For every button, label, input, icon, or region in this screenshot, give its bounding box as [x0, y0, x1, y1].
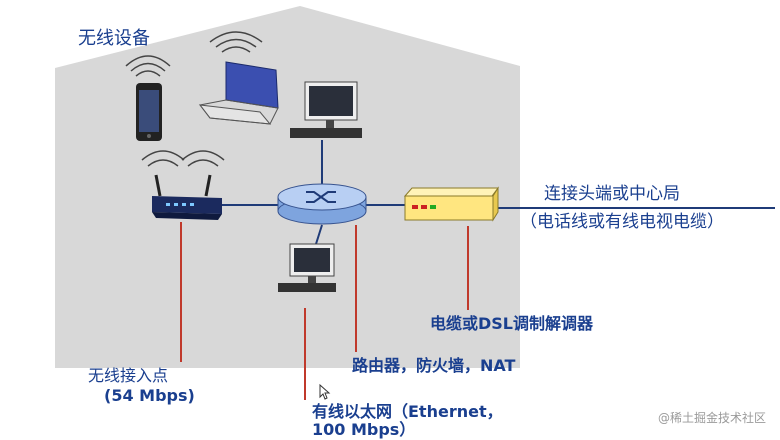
smartphone-icon — [125, 55, 171, 141]
desktop-icon-top — [290, 81, 362, 138]
router-label: 路由器，防火墙，NAT — [352, 356, 516, 375]
ethernet-speed-label: 100 Mbps） — [312, 420, 416, 439]
central-office-sublabel: （电话线或有线电视电缆） — [520, 212, 724, 232]
router-icon — [277, 183, 367, 225]
modem-icon — [403, 186, 499, 222]
house-title: 无线设备 — [78, 28, 150, 49]
desktop-icon-bottom — [278, 243, 336, 292]
laptop-icon — [198, 31, 279, 125]
link-router-desktop-bottom — [315, 224, 323, 245]
access-point-label: 无线接入点 — [88, 366, 169, 385]
wireless-access-point-icon — [141, 150, 225, 220]
access-point-speed-label: (54 Mbps) — [104, 386, 195, 405]
cursor-icon — [319, 383, 331, 400]
callout-lines — [180, 222, 469, 400]
watermark: @稀土掘金技术社区 — [657, 411, 766, 425]
network-links — [222, 140, 775, 245]
house-shape — [55, 6, 520, 368]
ethernet-label: 有线以太网（Ethernet， — [312, 402, 503, 421]
modem-label: 电缆或DSL调制解调器 — [430, 314, 594, 333]
central-office-label: 连接头端或中心局 — [544, 184, 680, 204]
